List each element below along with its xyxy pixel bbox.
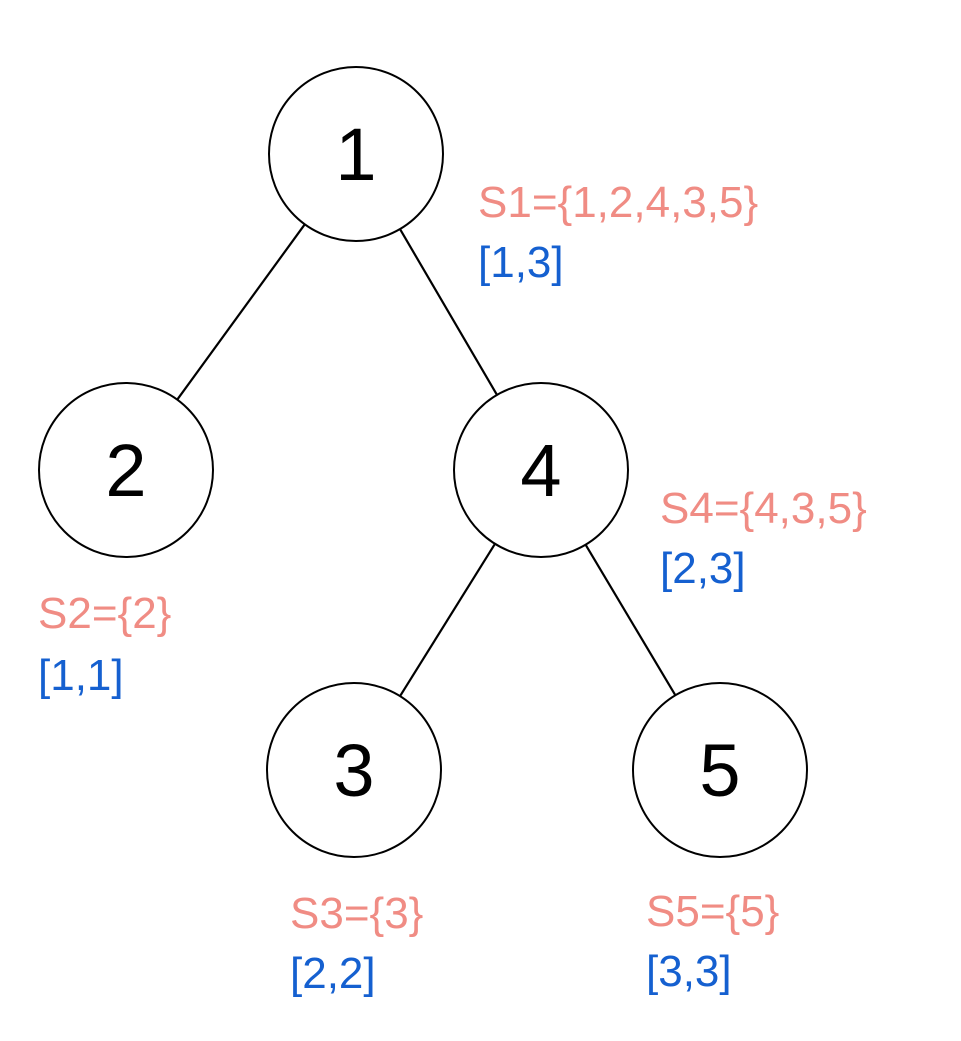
tree-node-4: 4 [453,382,629,558]
set-label-2: S2={2} [38,589,171,638]
annotations-layer: S1={1,2,4,3,5} [1,3] S2={2} [1,1] S4={4,3,5}… [38,178,867,998]
set-label-5: S5={5} [646,887,779,936]
tree-node-3: 3 [266,682,442,858]
node-label-2: 2 [105,429,146,512]
node-circle-5 [632,682,808,858]
edge-1-4 [399,228,498,396]
node-circle-1 [268,66,444,242]
node-circle-2 [38,382,214,558]
node-circle-4 [453,382,629,558]
edge-4-5 [584,544,677,696]
range-label-3: [2,2] [290,949,376,998]
range-label-2: [1,1] [38,651,124,700]
node-label-1: 1 [335,113,376,196]
edges-layer [176,223,677,697]
tree-node-1: 1 [268,66,444,242]
set-label-4: S4={4,3,5} [660,484,867,533]
node-label-4: 4 [520,429,561,512]
range-label-1: [1,3] [478,238,564,287]
set-label-1: S1={1,2,4,3,5} [478,178,758,227]
range-label-5: [3,3] [646,947,732,996]
range-label-4: [2,3] [660,544,746,593]
nodes-layer: 1 2 4 3 5 [38,66,808,858]
node-circle-3 [266,682,442,858]
edge-1-2 [176,223,306,401]
tree-node-2: 2 [38,382,214,558]
edge-4-3 [399,543,496,697]
set-label-3: S3={3} [290,889,423,938]
node-label-3: 3 [333,729,374,812]
tree-node-5: 5 [632,682,808,858]
node-label-5: 5 [699,729,740,812]
